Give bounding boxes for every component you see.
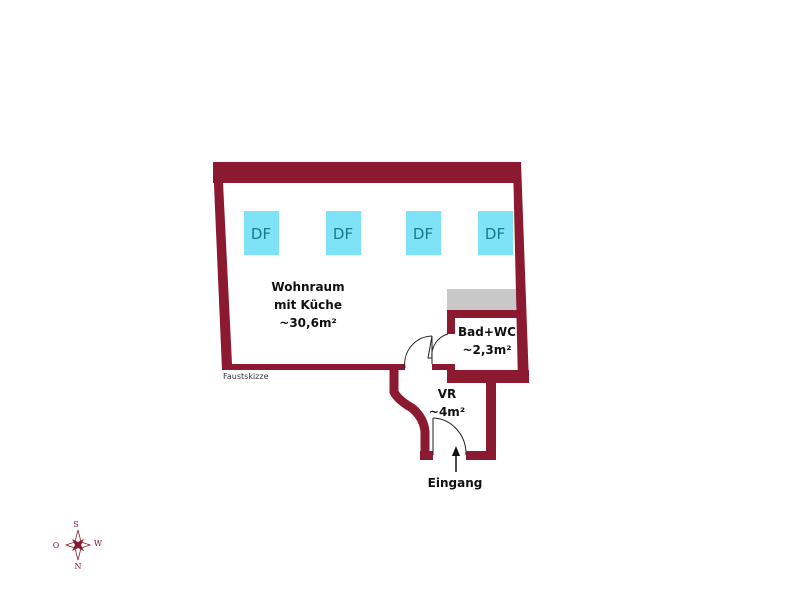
skylight [326, 211, 361, 255]
walls [213, 162, 529, 460]
entrance-label: Eingang [428, 476, 483, 490]
bath-area: ~2,3m² [462, 343, 511, 357]
living-room-name: Wohnraum [271, 280, 344, 294]
entrance-arrow-icon [452, 446, 460, 472]
bath-name: Bad+WC [458, 325, 516, 339]
wall-bath-bottom [447, 370, 529, 383]
skylight-label: DF [485, 225, 505, 243]
hall-area: ~4m² [429, 405, 465, 419]
wall-hall-right [486, 380, 496, 460]
skylight-label: DF [413, 225, 433, 243]
compass-o: O [53, 541, 60, 550]
entrance-door-swing [432, 417, 467, 456]
skylight [244, 211, 279, 255]
bath-door-leaf [427, 335, 433, 359]
doors [404, 333, 467, 456]
compass-w: W [94, 539, 103, 548]
skylight [478, 211, 513, 255]
living-room-area: ~30,6m² [279, 316, 336, 330]
wall-top [213, 162, 521, 183]
wall-bath-left-upper [447, 310, 455, 334]
kitchen-counter [447, 289, 516, 310]
wall-door-stub [432, 364, 448, 370]
living-door-swing [404, 335, 433, 369]
skylight-label: DF [333, 225, 353, 243]
wall-bath-top [447, 310, 517, 318]
hall-name: VR [438, 387, 457, 401]
skylight [406, 211, 441, 255]
compass-n: N [75, 562, 82, 571]
sketch-note: Faustskizze [223, 372, 269, 381]
wall-left [213, 162, 232, 370]
skylight-label: DF [251, 225, 271, 243]
living-room-sub: mit Küche [274, 298, 342, 312]
bath-door-swing [431, 333, 449, 359]
wall-hall-left [389, 368, 430, 458]
compass-icon: S N O W [53, 520, 103, 571]
compass-s: S [73, 520, 78, 529]
wall-right [513, 162, 529, 383]
skylights: DF DF DF DF [244, 211, 513, 255]
wall-living-bottom [222, 364, 405, 370]
wall-hall-bottom-right [466, 451, 496, 460]
